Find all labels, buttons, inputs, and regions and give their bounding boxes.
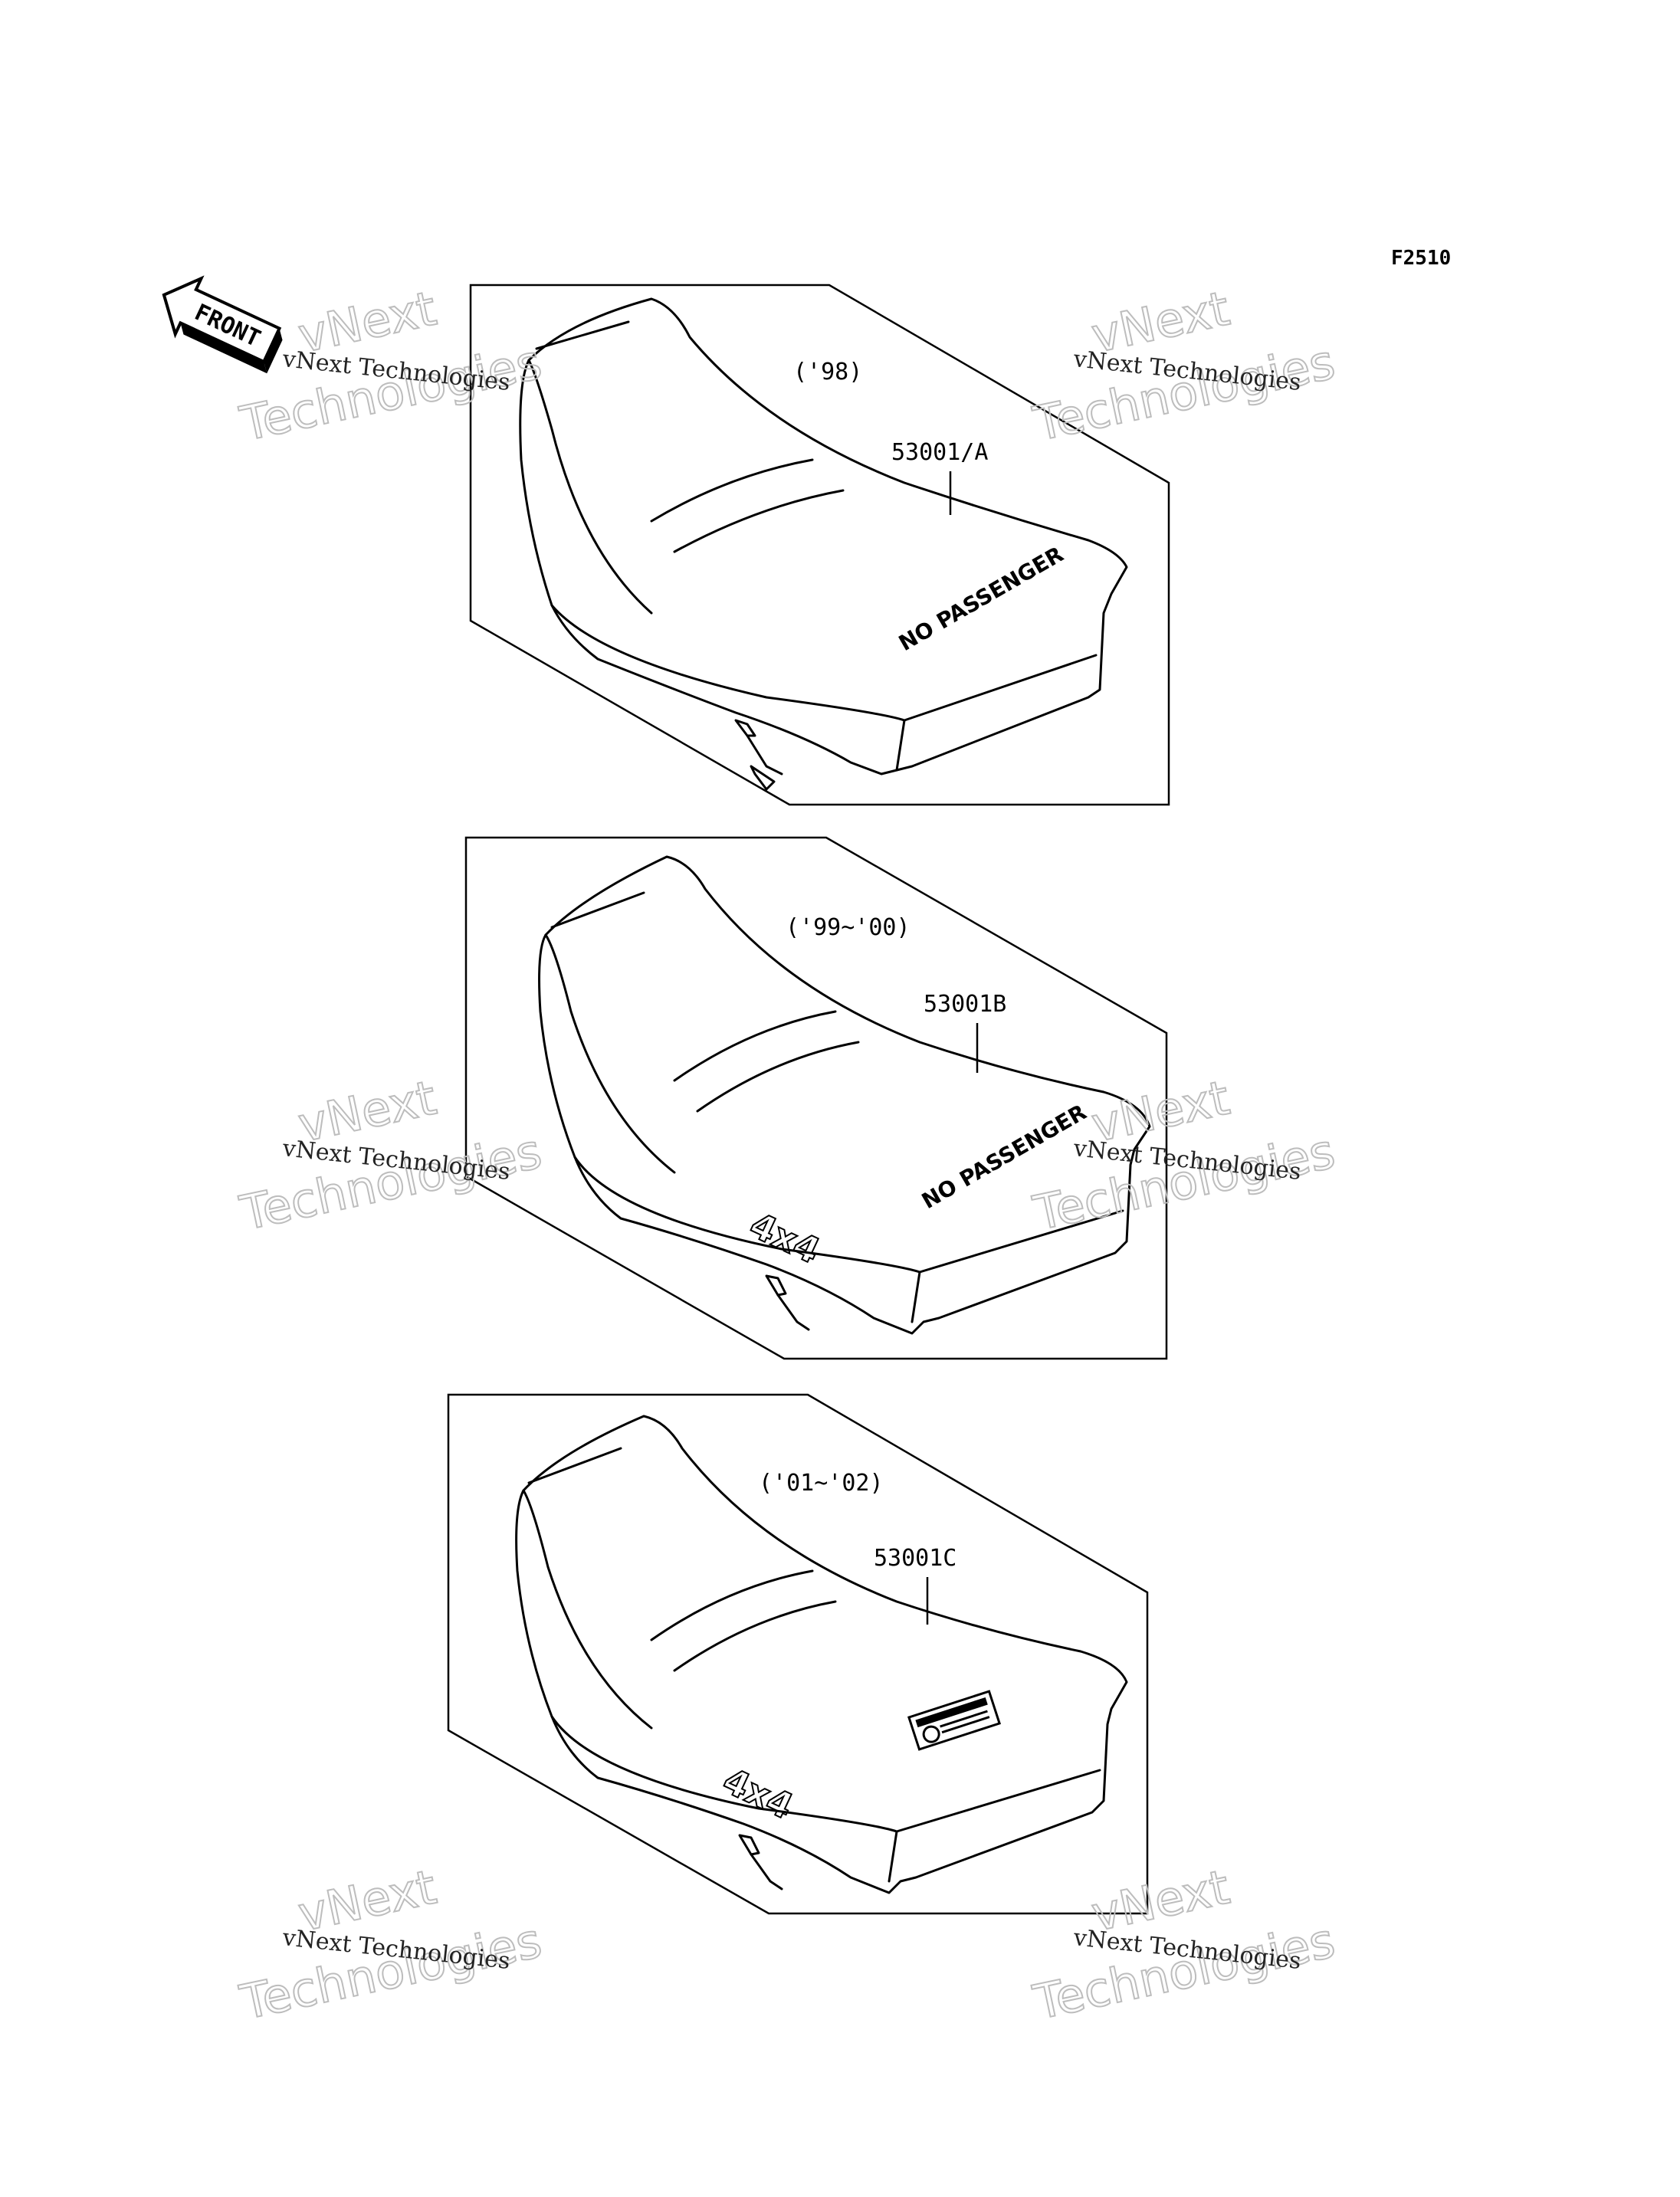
seat-2001-2002-badge: 4x4 bbox=[717, 1759, 799, 1828]
panel-1999-2000-part-number: 53001B bbox=[924, 991, 1006, 1018]
front-arrow-icon: FRONT bbox=[162, 275, 283, 374]
seat-1998-decal: NO PASSENGER bbox=[894, 542, 1068, 657]
watermark-bottom-left: vNext Technologies vNext Technologies bbox=[235, 1858, 547, 2031]
watermark-mid-right: vNext Technologies vNext Technologies bbox=[1028, 1069, 1340, 1242]
panel-1998: NO PASSENGER ('98) 53001/A bbox=[469, 284, 1170, 806]
panel-1998-part-number: 53001/A bbox=[891, 439, 988, 466]
panel-2001-2002: 4x4 ('01~'02) 53001C bbox=[447, 1393, 1149, 1915]
panel-1998-year: ('98) bbox=[793, 359, 862, 385]
panel-1998-frame bbox=[469, 284, 1170, 806]
warning-label-icon bbox=[907, 1690, 1001, 1751]
figure-code: F2510 bbox=[1391, 247, 1451, 270]
panel-1999-2000-frame bbox=[464, 836, 1168, 1360]
panel-2001-2002-year: ('01~'02) bbox=[759, 1470, 884, 1497]
watermark-mid-left: vNext Technologies vNext Technologies bbox=[235, 1069, 547, 1242]
watermark-top-left: vNext Technologies vNext Technologies bbox=[235, 280, 547, 453]
panel-2001-2002-frame bbox=[447, 1393, 1149, 1915]
panel-2001-2002-part-number: 53001C bbox=[874, 1545, 956, 1572]
watermark-bottom-right: vNext Technologies vNext Technologies bbox=[1028, 1858, 1340, 2031]
watermark-top-right: vNext Technologies vNext Technologies bbox=[1028, 280, 1340, 453]
panel-1999-2000: NO PASSENGER 4x4 ('99~'00) 53001B bbox=[464, 836, 1168, 1360]
panel-1999-2000-year: ('99~'00) bbox=[786, 914, 911, 941]
